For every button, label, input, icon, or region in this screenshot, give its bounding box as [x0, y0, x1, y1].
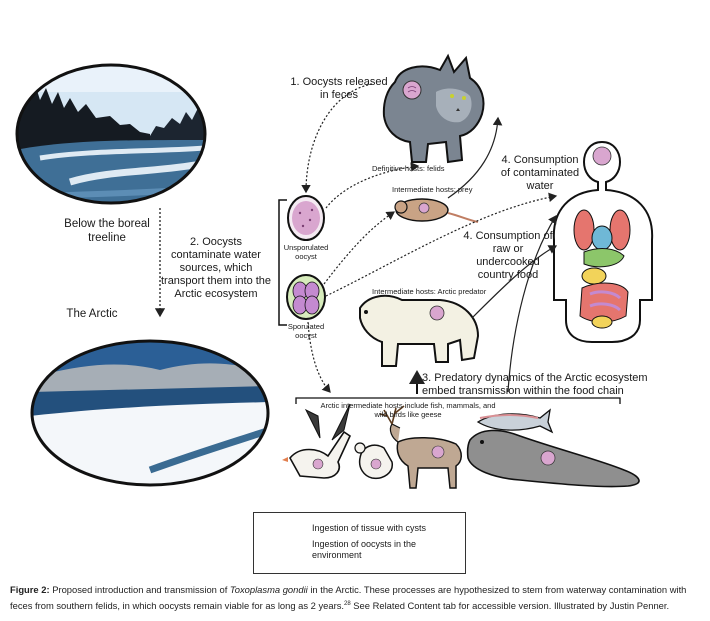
legend: Ingestion of tissue with cysts Ingestion… — [253, 512, 466, 574]
label-unsporulated: Unsporulated oocyst — [283, 243, 329, 261]
boreal-frame — [15, 63, 207, 205]
arrow-to-arctic-hosts — [307, 321, 331, 393]
arrow-hosts-to-human — [507, 214, 557, 393]
label-sporulated: Sporulated oocyst — [287, 322, 325, 340]
caption-text-end: See Related Content tab for accessible v… — [350, 600, 670, 612]
goose-illustration — [282, 403, 352, 479]
label-step2: 2. Oocysts contaminate water sources, wh… — [160, 236, 272, 300]
arctic-hosts-bracket — [295, 397, 621, 404]
caption-text-after: in the Arctic. These processes are hypot… — [10, 584, 687, 612]
caption-figure-label: Figure 2: — [10, 584, 50, 595]
polar-bear-illustration — [359, 294, 480, 367]
label-step4-water: 4. Consumption of contaminated water — [500, 154, 580, 192]
seal-illustration — [466, 429, 640, 488]
oocyst-bracket — [278, 199, 287, 326]
caption-species: Toxoplasma gondii — [229, 584, 308, 595]
arrow-oocyst-to-prey — [325, 162, 420, 209]
label-the-arctic: The Arctic — [66, 308, 118, 320]
arrow-bear-to-human — [471, 245, 558, 319]
figure-caption: Figure 2: Proposed introduction and tran… — [10, 583, 700, 613]
arctic-frame — [30, 339, 270, 487]
lynx-illustration — [382, 53, 485, 164]
caption-ref: 28 — [344, 601, 351, 607]
arrow-prey-to-lynx — [447, 116, 503, 199]
label-intermediate-predator: Intermediate hosts: Arctic predator — [372, 287, 487, 296]
label-intermediate-prey: Intermediate hosts: prey — [392, 185, 473, 194]
label-step3: 3. Predatory dynamics of the Arctic ecos… — [422, 372, 648, 397]
caribou-illustration — [379, 405, 462, 489]
legend-dotted-label: Ingestion of oocysts in the environment — [312, 539, 417, 560]
label-definitive-hosts: Definitive hosts: felids — [372, 164, 445, 173]
fish-illustration — [476, 408, 554, 434]
prey-illustration — [394, 198, 479, 223]
arrow-sporulated-to-prey — [323, 211, 395, 285]
legend-solid-label: Ingestion of tissue with cysts — [312, 523, 427, 533]
label-arctic-hosts: Arctic intermediate hosts include fish, … — [320, 401, 496, 419]
arrow-water-to-human — [325, 192, 558, 297]
arctic-scene — [32, 341, 268, 485]
label-below-treeline: Below the boreal treeline — [64, 218, 150, 244]
human-body-illustration — [552, 140, 654, 343]
label-step4-food: 4. Consumption of raw or undercooked cou… — [463, 230, 553, 281]
caption-text-before: Proposed introduction and transmission o… — [49, 584, 230, 595]
sporulated-oocyst — [286, 274, 326, 320]
unsporulated-oocyst — [287, 195, 325, 241]
ptarmigan-illustration — [354, 442, 393, 480]
label-step1: 1. Oocysts released in feces — [290, 76, 388, 101]
